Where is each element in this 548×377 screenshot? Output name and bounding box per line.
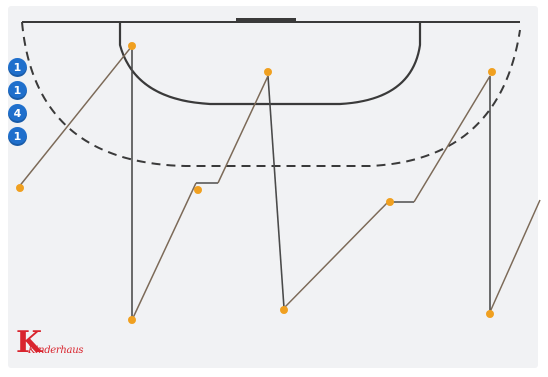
player-markers	[16, 42, 496, 324]
pass-path-5	[413, 75, 491, 203]
cone-icon	[128, 316, 136, 324]
run-path-3	[267, 75, 285, 309]
goal	[236, 18, 296, 23]
run-paths	[131, 46, 491, 320]
cone-icon	[264, 68, 272, 76]
handball-court-half	[8, 6, 538, 368]
cone-icon	[488, 68, 496, 76]
player-badge: 1	[8, 58, 27, 77]
player-badge: 4	[8, 104, 27, 123]
court-markings	[21, 18, 521, 167]
player-badge: 1	[8, 81, 27, 100]
pass-path-3	[217, 75, 269, 184]
logo-text: Kinderhaus	[28, 345, 84, 356]
six-meter-line	[118, 22, 422, 106]
cone-icon	[128, 42, 136, 50]
brand-logo: K Kinderhaus	[14, 328, 106, 364]
cone-icon	[194, 186, 202, 194]
cone-icon	[386, 198, 394, 206]
pass-path-6	[489, 199, 541, 313]
player-number-badges: 1 1 4 1	[8, 58, 30, 150]
cone-icon	[16, 184, 24, 192]
player-badge: 1	[8, 127, 27, 146]
pass-path-2	[131, 182, 197, 321]
cone-icon	[280, 306, 288, 314]
nine-meter-dashed-line	[21, 21, 521, 167]
pass-path-1	[17, 45, 133, 189]
cone-icon	[486, 310, 494, 318]
pass-path-4	[283, 201, 389, 309]
pass-paths	[17, 45, 541, 321]
